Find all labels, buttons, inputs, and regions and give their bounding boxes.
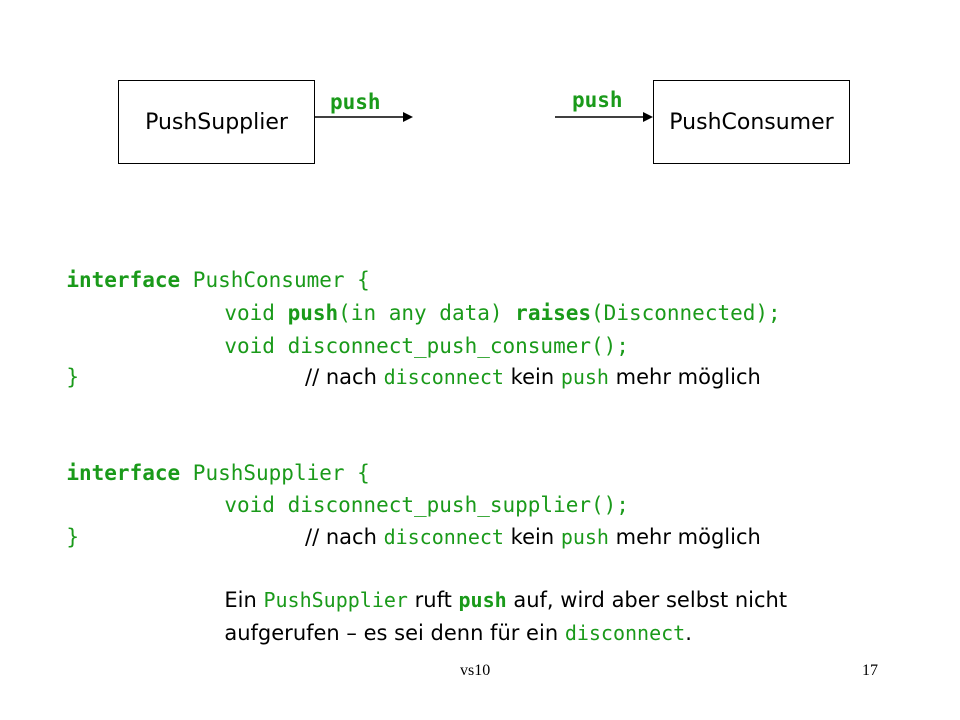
- disconnect-method: void disconnect_push_supplier();: [224, 493, 629, 517]
- interface-name: PushSupplier {: [180, 461, 370, 485]
- consumer-if-line-1: interface PushConsumer {: [53, 229, 370, 297]
- supplier-if-line-1: interface PushSupplier {: [53, 422, 370, 490]
- push-arrow-left: [315, 112, 413, 122]
- note-code: push: [458, 588, 507, 612]
- disconnect-method: void disconnect_push_consumer();: [224, 334, 629, 358]
- keyword-interface: interface: [66, 268, 181, 292]
- comment-push: push: [560, 525, 609, 549]
- interface-name: PushConsumer {: [180, 268, 370, 292]
- comment-disconnect: disconnect: [383, 525, 504, 549]
- note-line-2: aufgerufen – es sei denn für ein disconn…: [211, 582, 692, 650]
- comment-push: push: [560, 365, 609, 389]
- page-number: 17: [862, 662, 878, 679]
- consumer-if-line-4: } // nach disconnect kein push mehr mögli…: [53, 326, 761, 394]
- exception-name: (Disconnected);: [591, 301, 781, 325]
- consumer-if-line-2: void push(in any data) raises(Disconnect…: [53, 262, 781, 330]
- raises-keyword: raises: [515, 301, 592, 325]
- push-consumer-box: PushConsumer: [653, 80, 850, 164]
- push-supplier-label: PushSupplier: [145, 109, 288, 135]
- closing-brace: }: [66, 525, 80, 549]
- comment-text: kein: [503, 525, 561, 549]
- void-keyword: void: [224, 301, 288, 325]
- comment-text: // nach: [305, 525, 384, 549]
- push-method: push: [287, 301, 339, 325]
- push-arrow-right: [555, 112, 653, 122]
- comment-text: // nach: [305, 365, 384, 389]
- push-consumer-label: PushConsumer: [669, 109, 834, 135]
- push-label-left: push: [330, 90, 381, 114]
- push-args: (in any data): [338, 301, 516, 325]
- note-text: ruft: [407, 588, 459, 612]
- comment-text: mehr möglich: [608, 365, 761, 389]
- closing-brace: }: [66, 365, 80, 389]
- note-code: disconnect: [564, 621, 686, 645]
- consumer-if-line-3: void disconnect_push_consumer();: [53, 295, 629, 363]
- note-text: Ein: [224, 588, 264, 612]
- note-text: .: [685, 621, 692, 645]
- keyword-interface: interface: [66, 461, 181, 485]
- push-supplier-box: PushSupplier: [118, 80, 315, 164]
- note-text: aufgerufen – es sei denn für ein: [224, 621, 565, 645]
- supplier-if-line-3: } // nach disconnect kein push mehr mögli…: [53, 486, 761, 554]
- push-label-right: push: [572, 88, 623, 112]
- note-text: auf, wird aber selbst nicht: [506, 588, 788, 612]
- footer-left: vs10: [460, 662, 491, 679]
- comment-text: kein: [503, 365, 561, 389]
- note-code: PushSupplier: [263, 588, 408, 612]
- comment-disconnect: disconnect: [383, 365, 504, 389]
- supplier-if-line-2: void disconnect_push_supplier();: [53, 454, 629, 522]
- comment-text: mehr möglich: [608, 525, 761, 549]
- note-line-1: Ein PushSupplier ruft push auf, wird abe…: [211, 549, 787, 617]
